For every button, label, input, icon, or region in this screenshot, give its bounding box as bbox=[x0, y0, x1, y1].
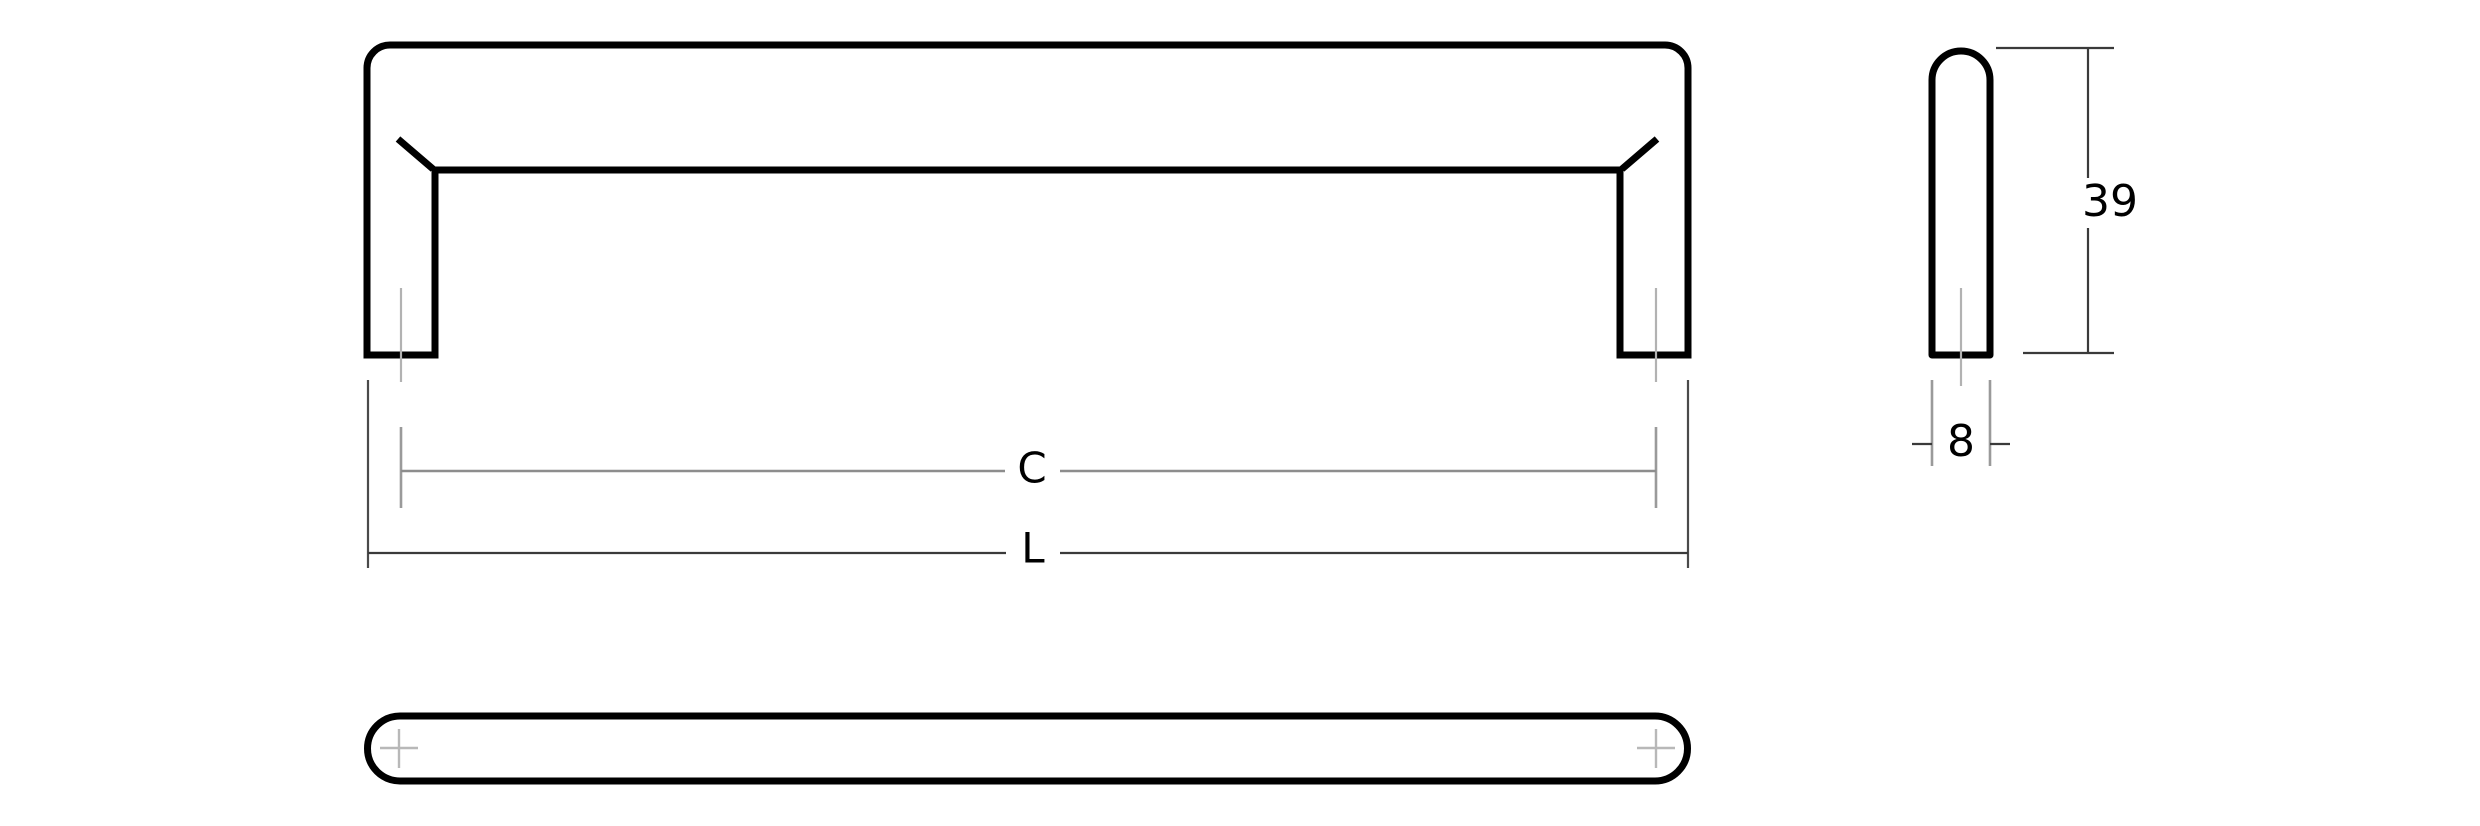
c-dimension-label: C bbox=[1017, 444, 1046, 493]
plan-view bbox=[364, 712, 1691, 785]
dimension-length-l: L bbox=[366, 380, 1690, 573]
side-elevation-view bbox=[1928, 47, 1994, 386]
handle-front-outline bbox=[363, 41, 1692, 359]
dimension-thickness-8: 8 bbox=[1912, 380, 2010, 467]
front-elevation-view bbox=[363, 41, 1692, 382]
dimension-centres-c: C bbox=[399, 427, 1658, 508]
l-dimension-label: L bbox=[1021, 524, 1045, 573]
thickness-dimension-label: 8 bbox=[1947, 416, 1975, 467]
handle-side-outline bbox=[1928, 47, 1994, 359]
height-dimension-label: 39 bbox=[2082, 176, 2138, 227]
left-chamfer-line bbox=[395, 136, 436, 172]
dimension-height-39: 39 bbox=[1996, 46, 2138, 355]
handle-plan-outline bbox=[364, 712, 1691, 785]
right-chamfer-line bbox=[1619, 136, 1660, 172]
